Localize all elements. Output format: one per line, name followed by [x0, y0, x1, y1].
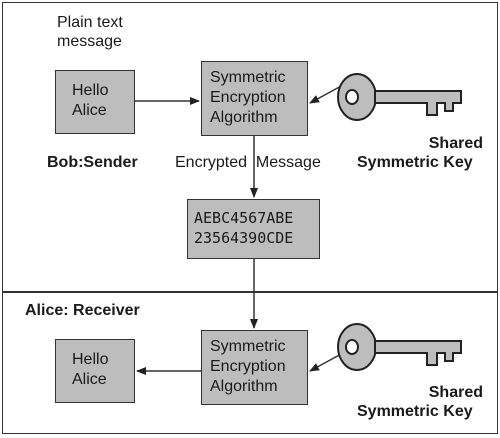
decryptor-line2: Encryption	[210, 358, 286, 375]
bottom-key-label: Shared	[383, 383, 483, 402]
receiver-label: Alice: Receiver	[25, 302, 140, 319]
sender-message-box: Hello Alice	[55, 70, 135, 134]
diagram-canvas: Plain text message Hello Alice Bob:Sende…	[2, 2, 498, 434]
decryption-algorithm-box: Symmetric Encryption Algorithm	[201, 330, 308, 405]
ciphertext-box: AEBC4567ABE 23564390CDE	[187, 199, 320, 259]
bottom-key-label-line2: Symmetric Key	[357, 403, 473, 420]
ciphertext-line2: 23564390CDE	[194, 229, 294, 247]
sender-message-line2: Alice	[72, 102, 107, 119]
decryptor-line1: Symmetric	[210, 338, 286, 355]
bottom-key-label-line1: Shared	[428, 384, 483, 401]
top-key-label: Shared	[383, 134, 483, 153]
top-key-label-line1: Shared	[428, 135, 483, 152]
encryptor-line1: Symmetric	[210, 69, 286, 86]
encryption-algorithm-box: Symmetric Encryption Algorithm	[201, 61, 308, 136]
ciphertext-line1: AEBC4567ABE	[194, 209, 294, 227]
sender-message-line1: Hello	[72, 82, 109, 99]
plain-text-caption: Plain text message	[57, 13, 123, 51]
section-divider	[3, 291, 497, 293]
top-key-label-line2: Symmetric Key	[357, 154, 473, 171]
arrow-icon	[309, 84, 344, 104]
decryptor-line3: Algorithm	[210, 378, 278, 395]
key-icon	[337, 73, 462, 121]
receiver-message-box: Hello Alice	[55, 339, 135, 403]
receiver-message-line1: Hello	[72, 351, 109, 368]
connectors-layer	[135, 73, 462, 375]
receiver-message-line2: Alice	[72, 371, 107, 388]
sender-label: Bob:Sender	[47, 154, 138, 171]
encryptor-line2: Encryption	[210, 89, 286, 106]
key-icon	[337, 323, 462, 371]
plain-text-caption-line1: Plain text	[57, 14, 123, 31]
plain-text-caption-line2: message	[57, 33, 122, 50]
encryptor-line3: Algorithm	[210, 109, 278, 126]
arrow-icon	[309, 352, 344, 372]
encrypted-message-label: Encrypted Message	[175, 154, 321, 171]
